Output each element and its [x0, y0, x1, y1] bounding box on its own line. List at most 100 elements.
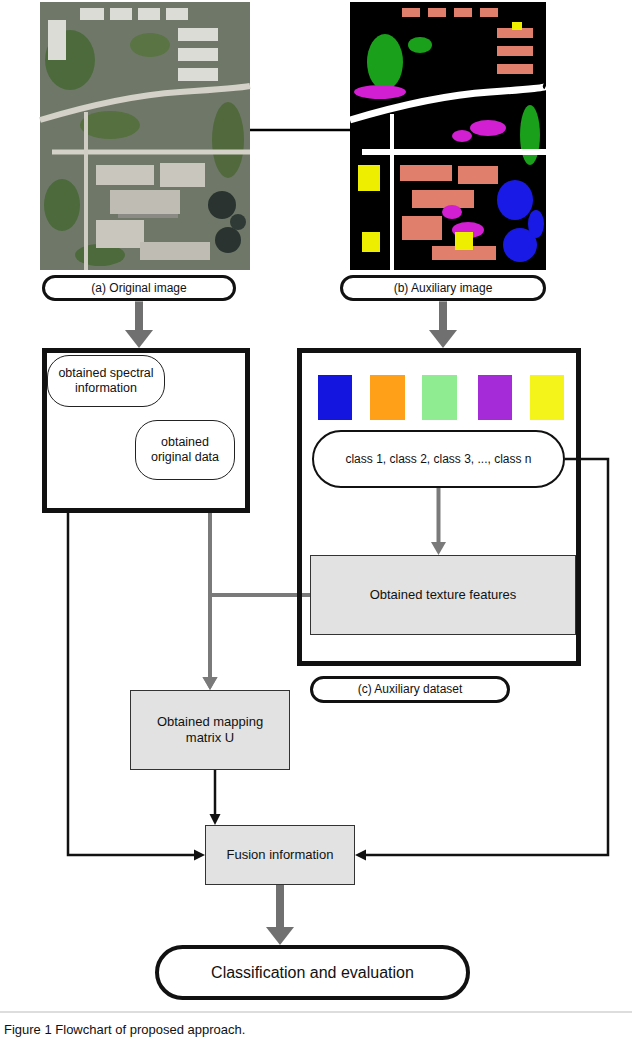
process-box: Obtained mapping matrix U: [130, 690, 290, 770]
building: [96, 165, 154, 185]
map-ground: [350, 2, 546, 270]
road: [40, 86, 250, 120]
building: [178, 28, 218, 41]
process-box: Obtained texture features: [310, 555, 576, 635]
flow-arrow: [266, 885, 294, 945]
arrow-head: [203, 677, 218, 690]
flow-arrow: [203, 595, 311, 690]
data-pill: obtained spectral information: [47, 355, 165, 407]
vegetation-class: [520, 105, 540, 165]
road-class: [350, 86, 546, 120]
node-text: Obtained mapping matrix U: [139, 714, 281, 745]
flow-arrow: [431, 488, 446, 555]
image-label: (b) Auxiliary image: [340, 275, 546, 301]
node-text: (a) Original image: [91, 281, 186, 295]
dataset-box: (c) Auxiliary datasetclass 1, class 2, c…: [297, 348, 581, 666]
yellow-class: [512, 22, 522, 30]
vegetation: [212, 102, 244, 178]
dataset-label: (c) Auxiliary dataset: [310, 676, 510, 703]
building-class: [400, 165, 452, 181]
building: [48, 20, 66, 60]
vegetation: [80, 111, 140, 139]
building: [110, 8, 132, 20]
class-map: [350, 2, 546, 270]
photo-ground: [40, 2, 250, 270]
node-text: Fusion information: [227, 847, 334, 863]
node-text: Classification and evaluation: [211, 963, 414, 982]
pond: [215, 227, 241, 253]
flow-arrow: [125, 301, 153, 348]
magenta-class: [470, 120, 506, 136]
arrow-head: [125, 330, 153, 348]
shadow: [118, 214, 178, 218]
node-text: obtained spectral information: [54, 366, 158, 396]
vegetation: [44, 179, 80, 231]
building-class: [497, 46, 533, 56]
arrow-head: [266, 927, 294, 945]
flow-arrow: [68, 513, 205, 861]
connector-line: [210, 595, 310, 680]
pond: [230, 214, 246, 230]
building: [138, 8, 160, 20]
arrow-head: [429, 330, 457, 348]
connector-line: [208, 513, 212, 680]
vegetation-class: [367, 34, 403, 90]
arrow-head: [210, 814, 221, 825]
arrow-head: [203, 677, 218, 690]
magenta-class: [452, 130, 472, 142]
building-class: [402, 216, 442, 240]
terminal-pill: Classification and evaluation: [155, 945, 470, 1000]
connector-line: [437, 488, 441, 545]
node-text: obtained original data: [142, 435, 228, 465]
vegetation: [130, 33, 170, 57]
building: [160, 163, 205, 187]
vegetation-class: [408, 37, 432, 53]
flow-arrow: [355, 459, 608, 861]
connector-line: [135, 301, 143, 333]
node-text: class 1, class 2, class 3, ..., class n: [345, 452, 531, 466]
building-class: [458, 166, 498, 184]
magenta-class: [354, 85, 406, 99]
connector-line: [214, 770, 217, 816]
arrow-head: [194, 850, 205, 861]
road: [84, 112, 88, 270]
connector-line: [364, 459, 608, 855]
building: [166, 8, 188, 20]
building-class: [480, 8, 498, 17]
node-text: Obtained texture features: [370, 587, 517, 603]
class-swatch: [318, 375, 352, 420]
road-class: [390, 114, 394, 270]
group-box: obtained spectral information obtained or…: [42, 348, 250, 513]
building-class: [428, 8, 446, 17]
arrow-head: [431, 542, 446, 555]
data-pill: obtained original data: [135, 420, 235, 480]
flow-arrow: [203, 513, 218, 690]
image-label: (a) Original image: [42, 275, 236, 301]
water-class: [528, 210, 544, 238]
link-line: [250, 129, 350, 132]
figure-caption: Figure 1 Flowchart of proposed approach.: [4, 1022, 624, 1038]
class-swatch: [478, 375, 512, 420]
building: [96, 220, 144, 248]
building-class: [412, 190, 474, 208]
pond: [208, 191, 236, 219]
class-swatch: [530, 375, 564, 420]
yellow-class: [358, 165, 380, 191]
process-box: Fusion information: [205, 825, 355, 885]
class-swatch: [422, 375, 457, 420]
aerial-photo: [40, 2, 250, 270]
road: [52, 150, 250, 155]
building: [178, 48, 218, 61]
building: [80, 8, 104, 20]
caption-rule: [0, 1012, 632, 1013]
water-class: [497, 180, 533, 220]
road-class: [362, 149, 546, 155]
connector-line: [68, 513, 196, 855]
class-swatch: [370, 375, 405, 420]
building: [140, 242, 210, 260]
building-class: [497, 64, 533, 74]
flow-arrow: [210, 770, 221, 825]
